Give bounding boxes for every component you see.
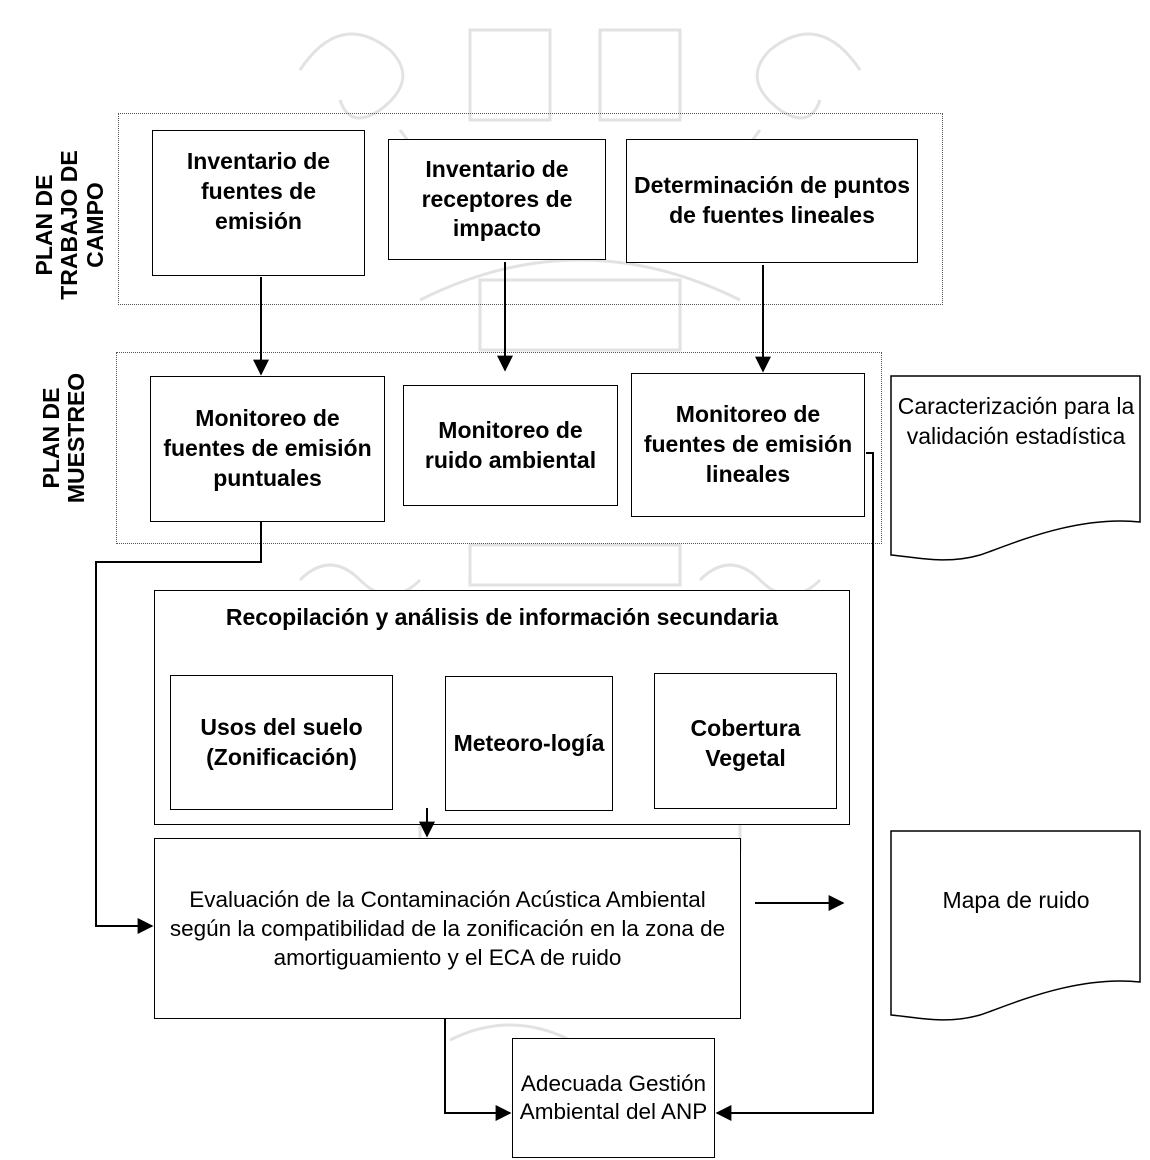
- arrow-lineales-to-gestion: [715, 452, 874, 1121]
- node-monitoreo-lineales: Monitoreo de fuentes de emisión lineales: [631, 373, 865, 517]
- node-determinacion-puntos: Determinación de puntos de fuentes linea…: [626, 139, 918, 263]
- plan-muestreo-frame: [116, 352, 882, 544]
- recopilacion-title: Recopilación y análisis de información s…: [225, 604, 779, 630]
- doc-shape-caracterizacion: [890, 375, 1141, 561]
- node-monitoreo-ruido: Monitoreo de ruido ambiental: [403, 385, 618, 506]
- node-mapa-ruido: Mapa de ruido: [942, 887, 1090, 913]
- node-monitoreo-puntuales: Monitoreo de fuentes de emisión puntuale…: [150, 376, 385, 522]
- node-gestion: Adecuada Gestión Ambiental del ANP: [512, 1038, 715, 1158]
- node-inventario-fuentes: Inventario de fuentes de emisión: [152, 130, 365, 276]
- node-inventario-receptores: Inventario de receptores de impacto: [388, 139, 606, 260]
- plan-trabajo-frame: [118, 113, 943, 305]
- arrow-puntuales-to-evaluacion: [95, 522, 262, 934]
- node-meteorologia: Meteoro-logía: [445, 676, 613, 811]
- doc-shape-mapa-ruido: [890, 830, 1141, 1021]
- arrow-evaluacion-to-gestion: [444, 1019, 512, 1121]
- node-usos-suelo: Usos del suelo (Zonificación): [170, 675, 393, 810]
- node-evaluacion: Evaluación de la Contaminación Acústica …: [154, 838, 741, 1019]
- node-caracterizacion: Caracterización para la validación estad…: [897, 393, 1135, 449]
- node-cobertura: Cobertura Vegetal: [654, 673, 837, 809]
